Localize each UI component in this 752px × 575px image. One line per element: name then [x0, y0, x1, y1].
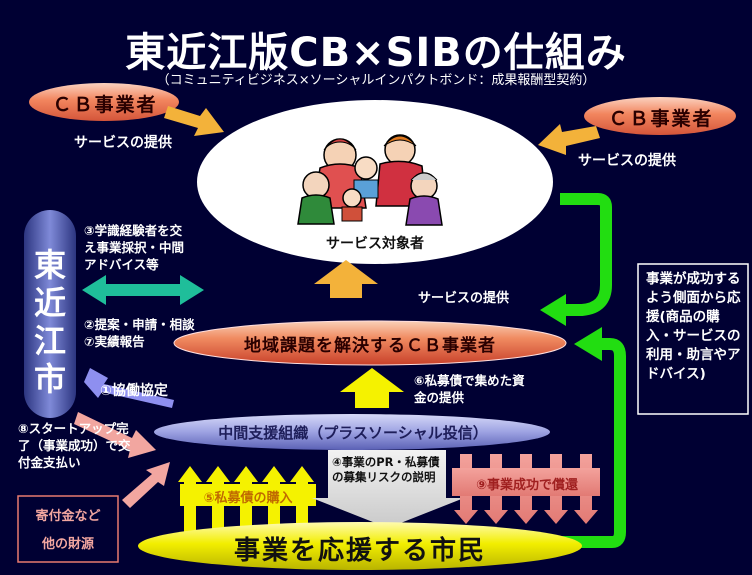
- grey-down-arrow: [312, 450, 464, 528]
- pink-grant-arrow: [74, 412, 156, 458]
- donation-line1: 寄付金など: [35, 509, 101, 524]
- orange-arrow-right: [538, 124, 600, 155]
- orange-arrow-left: [164, 106, 224, 136]
- citizens-pill: [138, 522, 582, 570]
- intermediary-pill: [154, 414, 550, 450]
- local-cb-pill: [173, 320, 567, 366]
- city-label: 東近江市: [33, 246, 66, 398]
- cb-left-service: サービスの提供: [74, 135, 172, 151]
- cb-left-label: ＣＢ事業者: [52, 94, 158, 116]
- cb-right-label: ＣＢ事業者: [608, 108, 714, 130]
- cb-right-pill: [584, 97, 736, 135]
- redeem-label: ⑨事業成功で償還: [475, 478, 578, 493]
- city-pill: [24, 210, 76, 418]
- green-arrow-top: [560, 193, 612, 316]
- pink-donation-arrow: [122, 462, 170, 508]
- local-cb-label: 地域課題を解決するＣＢ事業者: [244, 336, 496, 356]
- center-service-label: サービスの提供: [418, 291, 510, 306]
- page-title: 東近江版CB×SIBの仕組み: [125, 30, 627, 76]
- pr-label: ④事業のPR・私募債の募集リスクの説明: [332, 455, 440, 484]
- purple-agreement-arrow: [84, 368, 174, 408]
- page-subtitle: （コミュニティビジネス×ソーシャルインパクトボンド：成果報酬型契約）: [156, 73, 596, 88]
- funding-label: ⑥私募債で集めた資金の提供: [414, 373, 525, 405]
- teal-double-arrow: [82, 275, 204, 305]
- city-grant-label: ⑧スタートアップ完了（事業成功）で交付金支払い: [18, 421, 131, 470]
- donation-line2: 他の財源: [41, 537, 94, 552]
- cb-left-pill: [29, 83, 179, 121]
- donation-box: [17, 495, 119, 563]
- city-proposal-label: ②提案・申請・相談 ⑦実績報告: [84, 317, 195, 349]
- green-arrow-bottom: [540, 338, 626, 548]
- support-box: [637, 263, 749, 415]
- family-illustration-icon: [297, 134, 443, 226]
- intermediary-label: 中間支援組織（プラスソーシャル投信）: [218, 424, 488, 442]
- support-box-label: 事業が成功するよう側面から応援(商品の購入・サービスの利用・助言やアドバイス): [646, 271, 741, 382]
- city-agreement-label: ①協働協定: [100, 383, 168, 399]
- city-advice-label: ③学識経験者を交え事業採択・中間アドバイス等: [84, 223, 185, 272]
- cb-right-service: サービスの提供: [578, 153, 676, 169]
- target-label: サービス対象者: [326, 236, 424, 252]
- purchase-label: ⑤私募債の購入: [203, 491, 293, 506]
- citizens-label: 事業を応援する市民: [233, 536, 486, 566]
- yellow-up-arrow: [340, 368, 404, 408]
- orange-up-arrow: [314, 260, 378, 298]
